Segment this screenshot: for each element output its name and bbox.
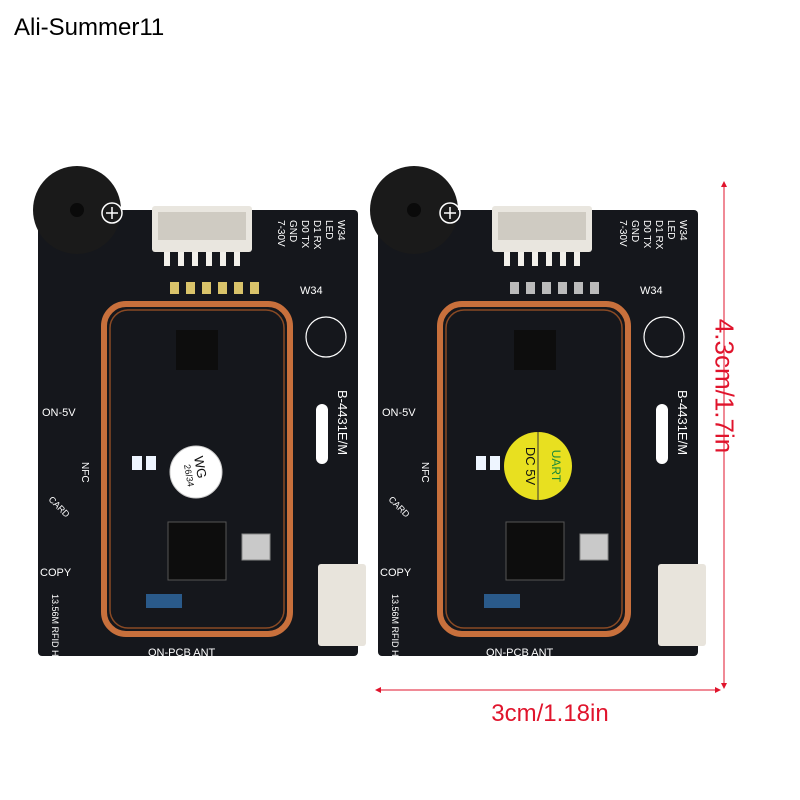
board2-antenna-label: ON-PCB ANT xyxy=(486,647,554,659)
board1-pin-label: D1 RX xyxy=(311,220,322,250)
board1-pin-label: W34 xyxy=(335,220,346,241)
side-connector xyxy=(658,564,706,646)
board1-pin-label: GND xyxy=(287,220,298,242)
board1-copy-label: COPY xyxy=(40,567,72,579)
board1-pin-label: D0 TX xyxy=(299,220,310,248)
board2-nfc-label: NFC xyxy=(419,462,430,483)
rfid-board-1 xyxy=(33,166,366,656)
board2-rfid-label: 13.56M RFID Hz xyxy=(390,594,400,662)
board1-pin-label: LED xyxy=(323,220,334,239)
board2-pin-label: W34 xyxy=(677,220,688,241)
antenna-coil xyxy=(437,301,631,637)
height-dimension-label: 4.3cm/1.7in xyxy=(709,318,740,454)
watermark: Ali-Summer11 xyxy=(14,14,165,41)
board2-model-label: B-4431E/M xyxy=(675,390,690,455)
svg-text:26/34: 26/34 xyxy=(182,464,196,488)
board2-pin-label: LED xyxy=(665,220,676,239)
board1-rfid-label: 13.56M RFID Hz xyxy=(50,594,60,662)
board2-pin-label: 7-30V xyxy=(617,220,628,247)
board2-power-label: ON-5V xyxy=(382,407,416,419)
pcb-body xyxy=(38,210,358,656)
board2-copy-label: COPY xyxy=(380,567,412,579)
width-dimension-label: 3cm/1.18in xyxy=(491,700,609,727)
board1-antenna-label: ON-PCB ANT xyxy=(148,647,216,659)
board1-sticker: WG 26/34 xyxy=(169,445,223,499)
svg-text:DC 5V: DC 5V xyxy=(523,447,538,486)
crystal xyxy=(579,533,609,561)
svg-text:WG: WG xyxy=(191,455,210,480)
antenna-coil xyxy=(101,301,293,637)
crystal xyxy=(241,533,271,561)
board1-pin-label: 7-30V xyxy=(275,220,286,247)
svg-text:UART: UART xyxy=(549,450,563,483)
board1-model-label: B-4431E/M xyxy=(335,390,350,455)
board2-pin-label: D1 RX xyxy=(653,220,664,250)
board2-jumper-label: W34 xyxy=(640,285,663,297)
board2-sticker: UART DC 5V xyxy=(504,432,572,500)
board1-power-label: ON-5V xyxy=(42,407,76,419)
side-connector xyxy=(318,564,366,646)
board2-pin-label: D0 TX xyxy=(641,220,652,248)
mcu-chip xyxy=(505,521,565,581)
board1-jumper-label: W34 xyxy=(300,285,323,297)
mcu-chip xyxy=(167,521,227,581)
board1-nfc-label: NFC xyxy=(79,462,90,483)
board2-pin-label: GND xyxy=(629,220,640,242)
